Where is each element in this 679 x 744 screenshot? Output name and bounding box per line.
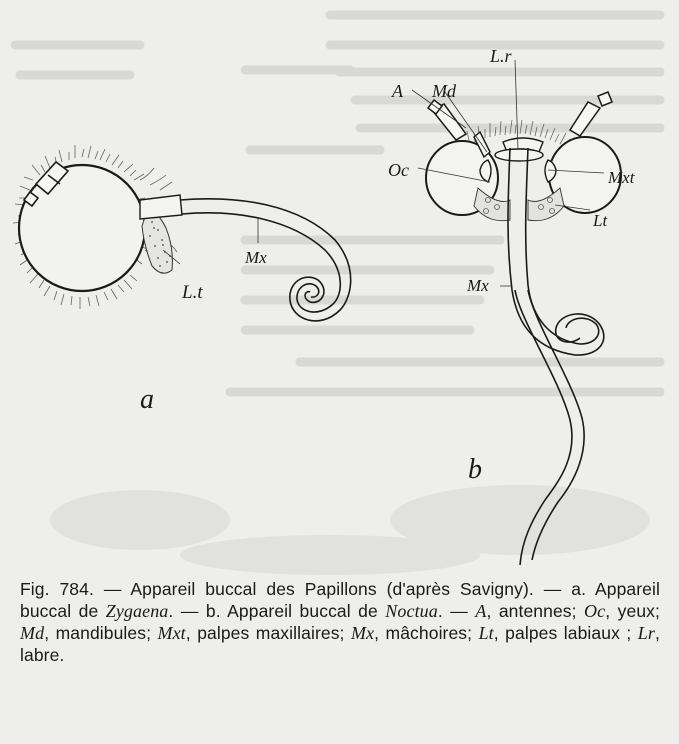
caption-def-mx: , mâchoires; (374, 623, 472, 643)
caption-def-a: , antennes; (486, 601, 576, 621)
caption-b-letter: b. (206, 601, 221, 621)
label-mx-b: Mx (466, 276, 489, 295)
label-mxt: Mxt (607, 168, 636, 187)
label-md: Md (431, 81, 457, 101)
caption-abbr-a: A (475, 601, 486, 621)
caption-abbr-mxt: Mxt (158, 623, 186, 643)
caption-def-md: , mandibules; (44, 623, 151, 643)
figure-caption: Fig. 784. — Appareil buccal des Papillon… (20, 578, 660, 666)
caption-title: — Appareil buccal des Papillons (d'après… (104, 579, 562, 599)
caption-def-mxt: , palpes maxillaires; (186, 623, 345, 643)
label-oc: Oc (388, 160, 409, 180)
panel-letter-a: a (140, 384, 154, 415)
caption-def-lt: , palpes labiaux ; (494, 623, 632, 643)
panel-letter-b: b (468, 454, 482, 485)
drawing-a-zygaena: Mx L.t a (13, 145, 351, 415)
caption-zygaena: Zygaena (106, 601, 169, 621)
caption-sep2: . — (438, 601, 468, 621)
caption-abbr-mx: Mx (351, 623, 374, 643)
caption-sep1: . — (168, 601, 198, 621)
proboscis-base-a (140, 195, 182, 219)
caption-def-oc: , yeux; (605, 601, 660, 621)
label-a-antenna: A (391, 81, 404, 101)
label-lt-b: Lt (592, 211, 608, 230)
caption-b-text: Appareil buccal de (227, 601, 378, 621)
caption-a-letter: a. (571, 579, 586, 599)
caption-abbr-lr: Lr (638, 623, 655, 643)
label-mx-a: Mx (244, 248, 267, 267)
caption-fig-number: Fig. 784. (20, 579, 94, 599)
label-lt-a: L.t (181, 282, 203, 303)
figure-illustration: Mx L.t a (0, 0, 679, 580)
caption-noctua: Noctua (385, 601, 438, 621)
label-lr: L.r (489, 46, 513, 66)
caption-abbr-oc: Oc (584, 601, 605, 621)
caption-abbr-lt: Lt (479, 623, 494, 643)
caption-abbr-md: Md (20, 623, 44, 643)
